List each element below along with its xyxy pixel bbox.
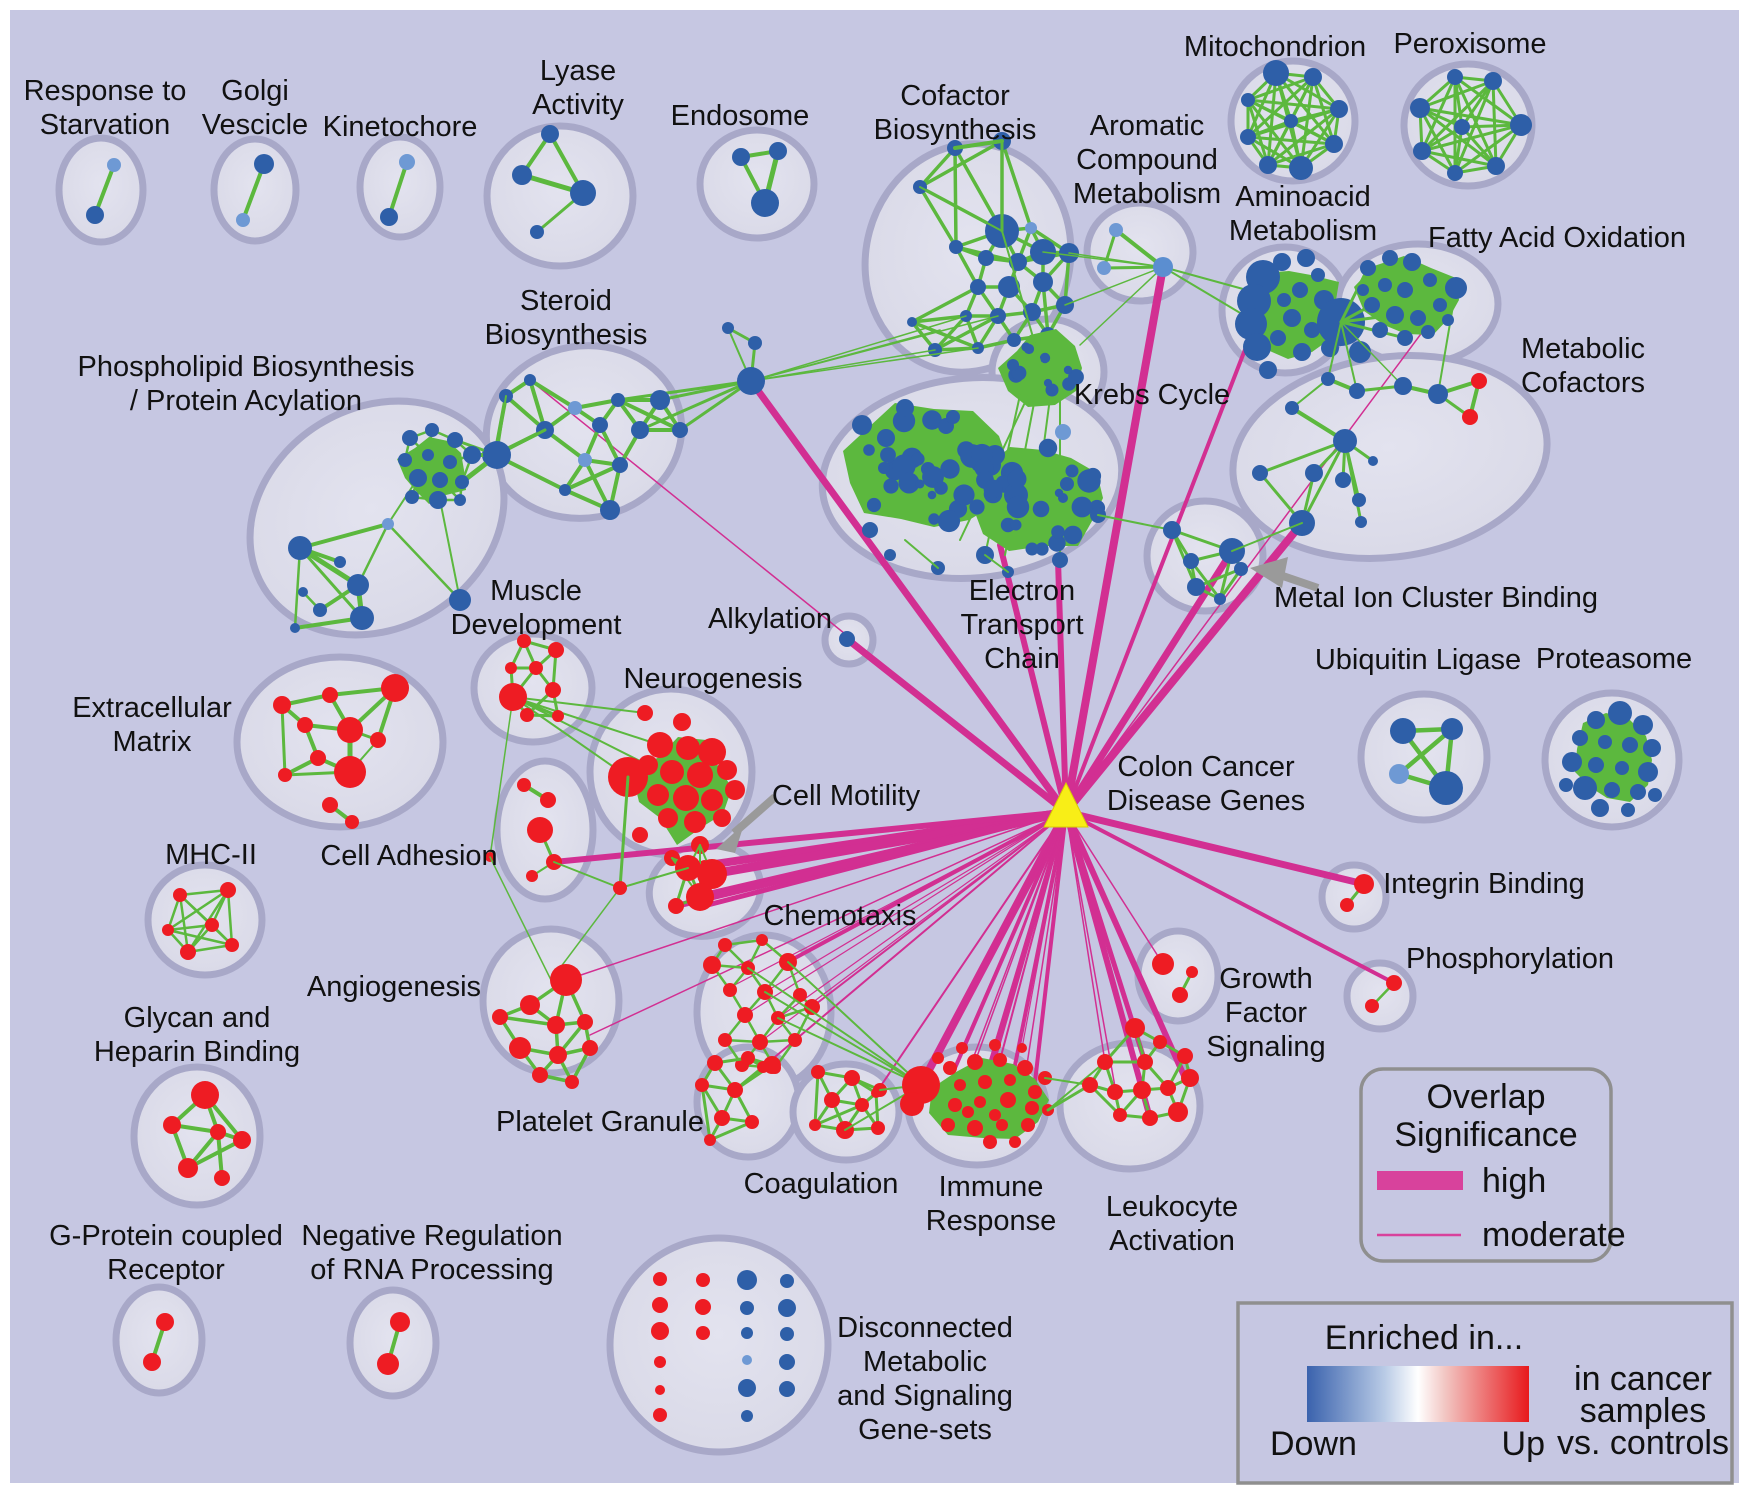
svg-text:Steroid: Steroid [520, 285, 612, 317]
svg-text:Transport: Transport [960, 609, 1083, 641]
svg-text:Ubiquitin Ligase: Ubiquitin Ligase [1315, 644, 1521, 676]
svg-text:Enriched in...: Enriched in... [1325, 1319, 1523, 1357]
svg-text:Up: Up [1502, 1425, 1545, 1463]
svg-text:Disconnected: Disconnected [837, 1312, 1013, 1344]
svg-text:Factor: Factor [1225, 997, 1308, 1029]
svg-text:Lyase: Lyase [540, 55, 616, 87]
svg-text:Gene-sets: Gene-sets [858, 1414, 992, 1446]
svg-text:Significance: Significance [1394, 1116, 1577, 1154]
svg-text:Cofactors: Cofactors [1521, 367, 1645, 399]
svg-text:Response: Response [926, 1205, 1057, 1237]
svg-text:Overlap: Overlap [1426, 1078, 1545, 1116]
svg-text:Vescicle: Vescicle [202, 109, 308, 141]
svg-text:Matrix: Matrix [113, 726, 192, 758]
svg-text:in cancer: in cancer [1574, 1360, 1712, 1398]
svg-text:of RNA Processing: of RNA Processing [310, 1254, 553, 1286]
svg-text:/ Protein Acylation: / Protein Acylation [130, 385, 362, 417]
svg-text:Signaling: Signaling [1206, 1031, 1325, 1063]
svg-text:Platelet Granule: Platelet Granule [496, 1106, 704, 1138]
svg-text:Heparin Binding: Heparin Binding [94, 1036, 300, 1068]
svg-text:Biosynthesis: Biosynthesis [874, 114, 1037, 146]
svg-text:Mitochondrion: Mitochondrion [1184, 31, 1366, 63]
svg-text:Metabolic: Metabolic [863, 1346, 987, 1378]
svg-text:Fatty Acid Oxidation: Fatty Acid Oxidation [1428, 222, 1686, 254]
svg-text:Response to: Response to [24, 75, 187, 107]
svg-text:Biosynthesis: Biosynthesis [485, 319, 648, 351]
svg-text:G-Protein coupled: G-Protein coupled [49, 1220, 283, 1252]
svg-text:Angiogenesis: Angiogenesis [307, 971, 481, 1003]
svg-text:and Signaling: and Signaling [837, 1380, 1013, 1412]
svg-text:Immune: Immune [939, 1171, 1044, 1203]
svg-text:Cell Motility: Cell Motility [772, 780, 921, 812]
svg-text:Development: Development [451, 609, 622, 641]
svg-text:Golgi: Golgi [221, 75, 289, 107]
svg-text:Metabolic: Metabolic [1521, 333, 1645, 365]
svg-text:Activation: Activation [1109, 1225, 1235, 1257]
svg-text:Coagulation: Coagulation [744, 1168, 899, 1200]
svg-text:Growth: Growth [1219, 963, 1312, 995]
svg-text:Kinetochore: Kinetochore [323, 111, 478, 143]
svg-text:Leukocyte: Leukocyte [1106, 1191, 1238, 1223]
svg-text:Krebs Cycle: Krebs Cycle [1074, 379, 1230, 411]
svg-text:Glycan and: Glycan and [124, 1002, 271, 1034]
svg-text:Phospholipid Biosynthesis: Phospholipid Biosynthesis [78, 351, 415, 383]
svg-text:Cofactor: Cofactor [900, 80, 1010, 112]
svg-text:Metabolism: Metabolism [1073, 178, 1221, 210]
svg-text:high: high [1482, 1162, 1546, 1200]
svg-text:Chain: Chain [984, 643, 1060, 675]
svg-text:Phosphorylation: Phosphorylation [1406, 943, 1614, 975]
svg-text:Starvation: Starvation [40, 109, 171, 141]
svg-text:Neurogenesis: Neurogenesis [624, 663, 803, 695]
svg-text:Peroxisome: Peroxisome [1393, 28, 1546, 60]
svg-text:Extracellular: Extracellular [72, 692, 232, 724]
svg-text:Disease Genes: Disease Genes [1107, 785, 1305, 817]
svg-text:Receptor: Receptor [107, 1254, 225, 1286]
svg-text:Electron: Electron [969, 575, 1075, 607]
svg-text:Chemotaxis: Chemotaxis [763, 900, 916, 932]
svg-text:Metal Ion Cluster Binding: Metal Ion Cluster Binding [1274, 582, 1598, 614]
svg-text:Cell Adhesion: Cell Adhesion [320, 840, 497, 872]
svg-text:Alkylation: Alkylation [708, 603, 832, 635]
svg-text:Metabolism: Metabolism [1229, 215, 1377, 247]
svg-text:Muscle: Muscle [490, 575, 582, 607]
svg-text:samples: samples [1580, 1392, 1707, 1430]
svg-text:Proteasome: Proteasome [1536, 643, 1692, 675]
svg-text:vs. controls: vs. controls [1557, 1424, 1729, 1462]
svg-text:Aminoacid: Aminoacid [1235, 181, 1370, 213]
svg-text:Compound: Compound [1076, 144, 1218, 176]
svg-text:Endosome: Endosome [671, 100, 810, 132]
svg-text:Negative Regulation: Negative Regulation [301, 1220, 562, 1252]
svg-text:MHC-II: MHC-II [165, 839, 257, 871]
svg-text:Aromatic: Aromatic [1090, 110, 1204, 142]
svg-text:Down: Down [1270, 1425, 1357, 1463]
svg-text:Colon Cancer: Colon Cancer [1117, 751, 1295, 783]
svg-text:Integrin Binding: Integrin Binding [1383, 868, 1585, 900]
svg-text:moderate: moderate [1482, 1216, 1626, 1254]
svg-text:Activity: Activity [532, 89, 624, 121]
